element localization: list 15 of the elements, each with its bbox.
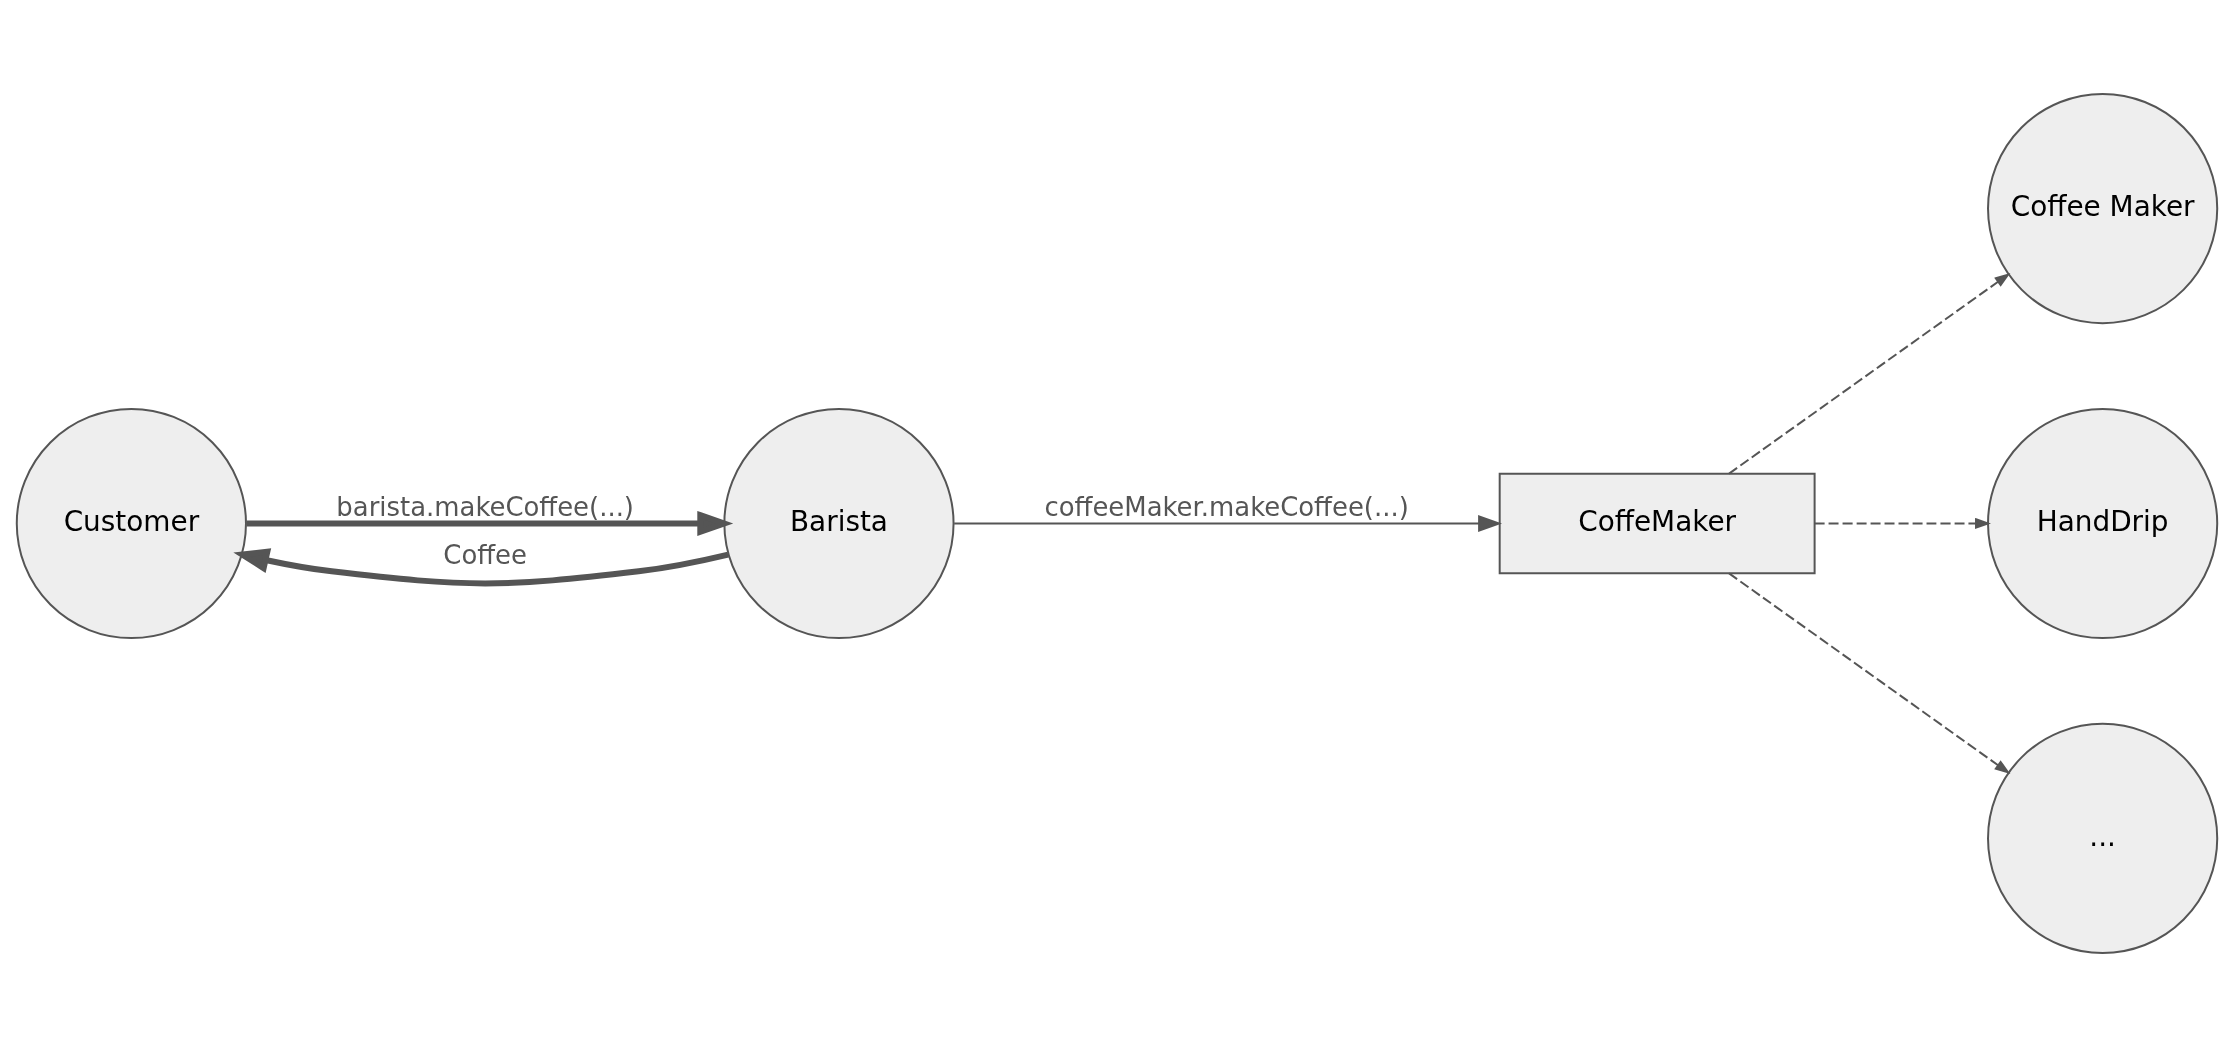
arrow [1728,272,2011,475]
node-circle: HandDrip [1987,407,2219,639]
arrow [233,547,729,586]
edge-label: barista.makeCoffee(...) [336,491,634,522]
node-circle: Customer [15,407,247,639]
node-circle: ... [1987,722,2219,954]
edge-label: Coffee [443,539,527,570]
arrow [1813,517,1991,529]
arrow [1728,571,2011,774]
node-circle: Coffee Maker [1987,92,2219,324]
edge-label: coffeeMaker.makeCoffee(...) [1044,491,1409,522]
arrow [953,514,1503,532]
arrow [246,510,734,536]
node-box: CoffeMaker [1498,472,1816,574]
node-circle: Barista [723,407,955,639]
